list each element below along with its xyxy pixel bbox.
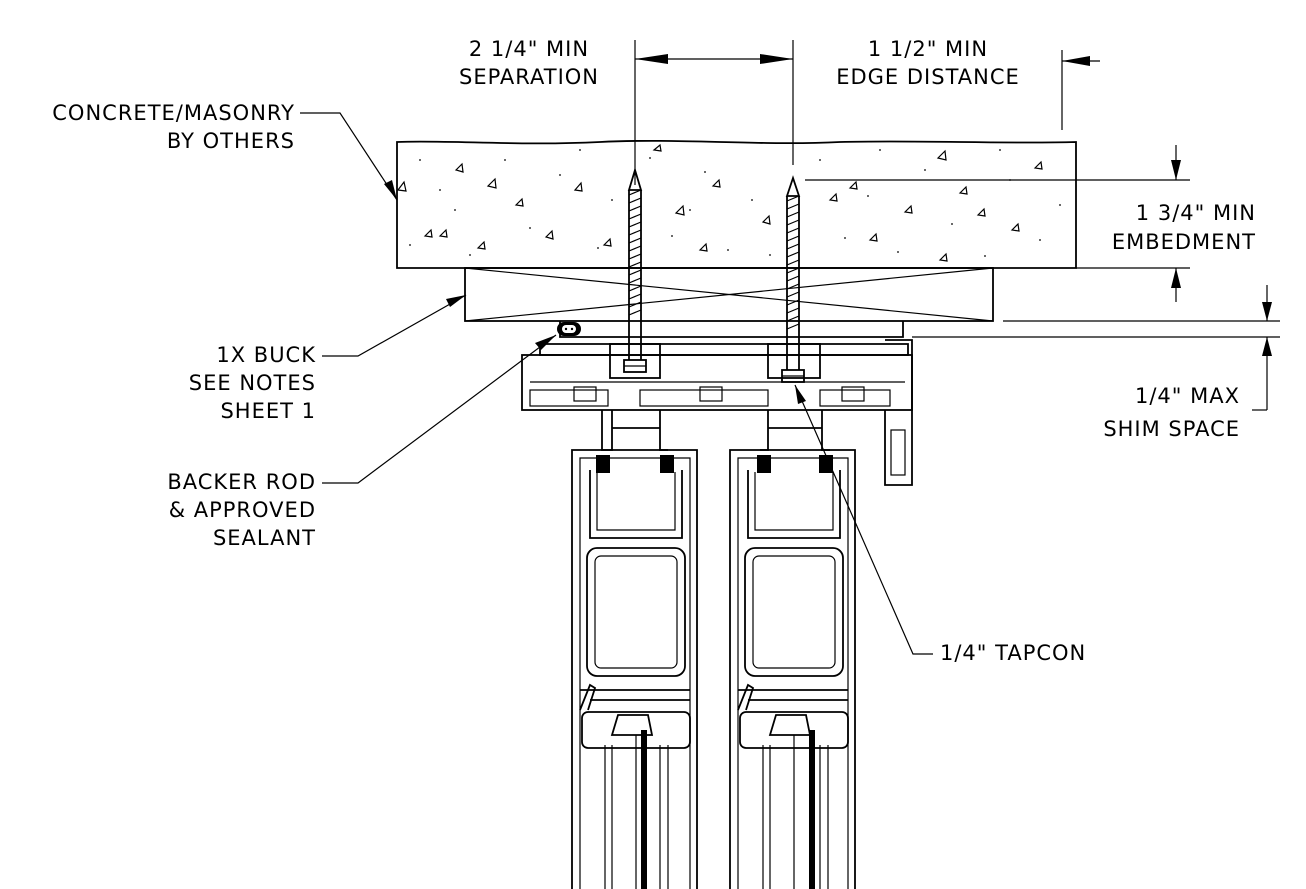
shim-label-line2: SHIM SPACE bbox=[1103, 417, 1240, 441]
buck-label-line3: SHEET 1 bbox=[220, 399, 316, 423]
buck-label-line1: 1X BUCK bbox=[216, 343, 316, 367]
separation-label-line2: SEPARATION bbox=[459, 65, 599, 89]
tapcon-leader bbox=[794, 384, 933, 655]
sliding-panel-left bbox=[571, 449, 698, 889]
edge-distance-label-line2: EDGE DISTANCE bbox=[836, 65, 1020, 89]
backer-rod-label-line3: SEALANT bbox=[213, 526, 316, 550]
embedment-label: 1 3/4" MIN EMBEDMENT bbox=[1112, 201, 1256, 254]
separation-dimension bbox=[634, 40, 794, 185]
screw-port-icon bbox=[573, 386, 865, 402]
tapcon-label-line1: 1/4" TAPCON bbox=[940, 641, 1086, 665]
backer-rod bbox=[557, 322, 581, 336]
shim-label-line1: 1/4" MAX bbox=[1135, 384, 1240, 408]
concrete-label-line2: BY OTHERS bbox=[167, 129, 295, 153]
wood-buck bbox=[464, 267, 994, 322]
embedment-label-line1: 1 3/4" MIN bbox=[1136, 201, 1256, 225]
tapcon-screw-right bbox=[781, 175, 805, 383]
concrete-leader bbox=[300, 112, 398, 201]
backer-rod-label-line1: BACKER ROD bbox=[167, 470, 316, 494]
separation-label-line1: 2 1/4" MIN bbox=[469, 37, 589, 61]
shim-label: 1/4" MAX SHIM SPACE bbox=[1103, 384, 1240, 441]
separation-label: 2 1/4" MIN SEPARATION bbox=[459, 37, 599, 89]
backer-rod-leader bbox=[322, 334, 557, 484]
backer-rod-label-line2: & APPROVED bbox=[169, 498, 316, 522]
tapcon-label: 1/4" TAPCON bbox=[940, 641, 1086, 665]
edge-distance-label-line1: 1 1/2" MIN bbox=[868, 37, 988, 61]
edge-distance-dimension bbox=[1061, 50, 1100, 130]
backer-rod-label: BACKER ROD & APPROVED SEALANT bbox=[167, 470, 316, 550]
embedment-label-line2: EMBEDMENT bbox=[1112, 230, 1256, 254]
shim-space-dimension bbox=[912, 285, 1280, 411]
frame-head-profile bbox=[521, 321, 913, 486]
tapcon-screw-left bbox=[623, 166, 647, 373]
embedment-dimension bbox=[805, 145, 1190, 302]
buck-leader bbox=[322, 294, 467, 357]
edge-distance-label: 1 1/2" MIN EDGE DISTANCE bbox=[836, 37, 1020, 89]
concrete-label-line1: CONCRETE/MASONRY bbox=[52, 101, 295, 125]
buck-label: 1X BUCK SEE NOTES SHEET 1 bbox=[189, 343, 316, 423]
sliding-panel-right bbox=[729, 449, 856, 889]
buck-label-line2: SEE NOTES bbox=[189, 371, 316, 395]
concrete-label: CONCRETE/MASONRY BY OTHERS bbox=[52, 101, 295, 153]
concrete-slab bbox=[396, 139, 1077, 269]
